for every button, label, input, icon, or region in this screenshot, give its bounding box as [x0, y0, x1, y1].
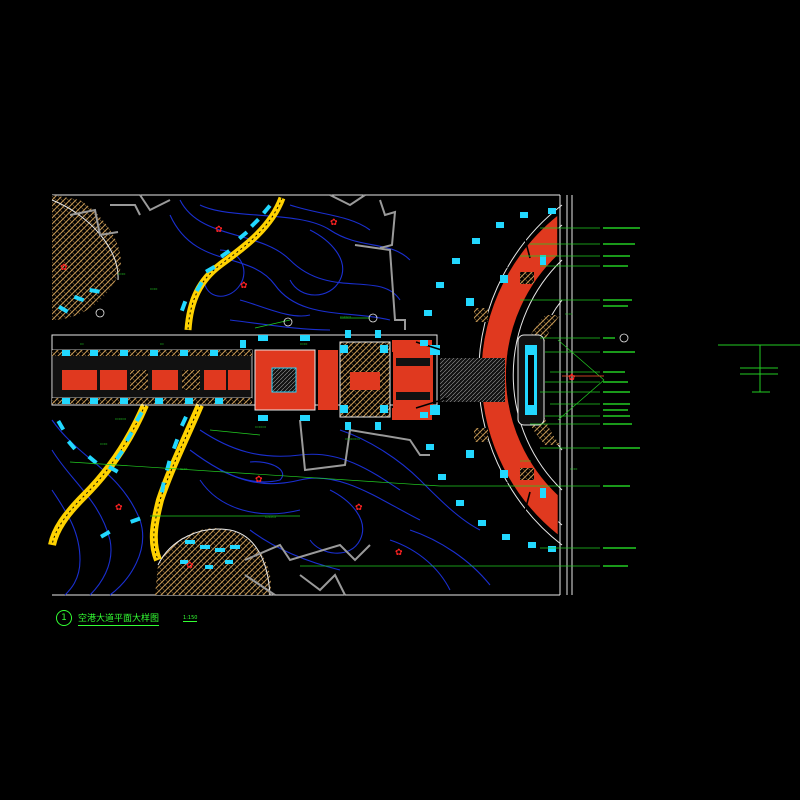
drawing-number: 1 — [56, 610, 72, 626]
walkway-planters — [62, 330, 440, 430]
svg-text:▭: ▭ — [80, 341, 84, 346]
yellow-path-upper-edge — [187, 197, 283, 331]
yellow-path-lower — [48, 403, 149, 546]
svg-text:▭▭▭: ▭▭▭ — [265, 514, 277, 519]
drawing-title: 空港大道平面大样图 — [78, 611, 160, 626]
svg-text:✿: ✿ — [568, 373, 576, 383]
svg-text:✿: ✿ — [186, 561, 194, 571]
svg-text:✿: ✿ — [355, 503, 363, 513]
svg-text:▭▭: ▭▭ — [300, 341, 308, 346]
amphitheatre — [415, 204, 563, 546]
svg-text:▭▭: ▭▭ — [150, 286, 158, 291]
svg-text:✿: ✿ — [395, 548, 403, 558]
svg-text:▭▭: ▭▭ — [565, 311, 573, 316]
tree-symbol-icon: ✿ ✿ ✿ ✿ ✿ ✿ ✿ ✿ ✿ ✿ — [60, 218, 576, 571]
north-marker-icon — [718, 344, 800, 393]
svg-text:✿: ✿ — [255, 475, 263, 485]
drawing-scale: 1:150 — [183, 614, 198, 622]
woven-paving-bottom-left — [155, 528, 271, 595]
svg-text:▭▭: ▭▭ — [118, 271, 126, 276]
svg-text:✿: ✿ — [115, 503, 123, 513]
svg-text:✿: ✿ — [330, 218, 338, 228]
svg-text:▭▭▭: ▭▭▭ — [520, 458, 532, 463]
svg-text:✿: ✿ — [240, 281, 248, 291]
svg-text:▭▭▭▭: ▭▭▭▭ — [345, 436, 360, 441]
planter-strips — [56, 204, 272, 569]
svg-text:▭▭▭: ▭▭▭ — [340, 314, 352, 319]
yellow-path-lower-2 — [149, 403, 204, 562]
section-marker-icon — [95, 308, 629, 343]
yellow-path-upper — [184, 196, 286, 331]
amphitheatre-planters — [420, 208, 556, 552]
svg-text:▭▭▭: ▭▭▭ — [255, 424, 267, 429]
woven-paving-top-left — [52, 195, 121, 320]
paving-edge — [157, 528, 271, 596]
svg-text:▭▭: ▭▭ — [100, 441, 108, 446]
svg-text:✿: ✿ — [60, 263, 68, 273]
plan-labels: ▭▭▭▭ ▭▭ ▭▭▭▭▭ ▭▭▭▭▭ ▭▭▭▭▭▭ ▭▭▭▭▭▭ ▭▭▭▭▭ … — [80, 271, 578, 519]
annotation-column — [603, 227, 640, 567]
svg-text:▭▭: ▭▭ — [570, 466, 578, 471]
drawing-title-block: 1 空港大道平面大样图 1:150 — [56, 608, 198, 628]
svg-text:▭▭: ▭▭ — [180, 466, 188, 471]
svg-text:▭: ▭ — [160, 341, 164, 346]
svg-text:▭▭▭: ▭▭▭ — [115, 416, 127, 421]
svg-text:✿: ✿ — [215, 225, 223, 235]
